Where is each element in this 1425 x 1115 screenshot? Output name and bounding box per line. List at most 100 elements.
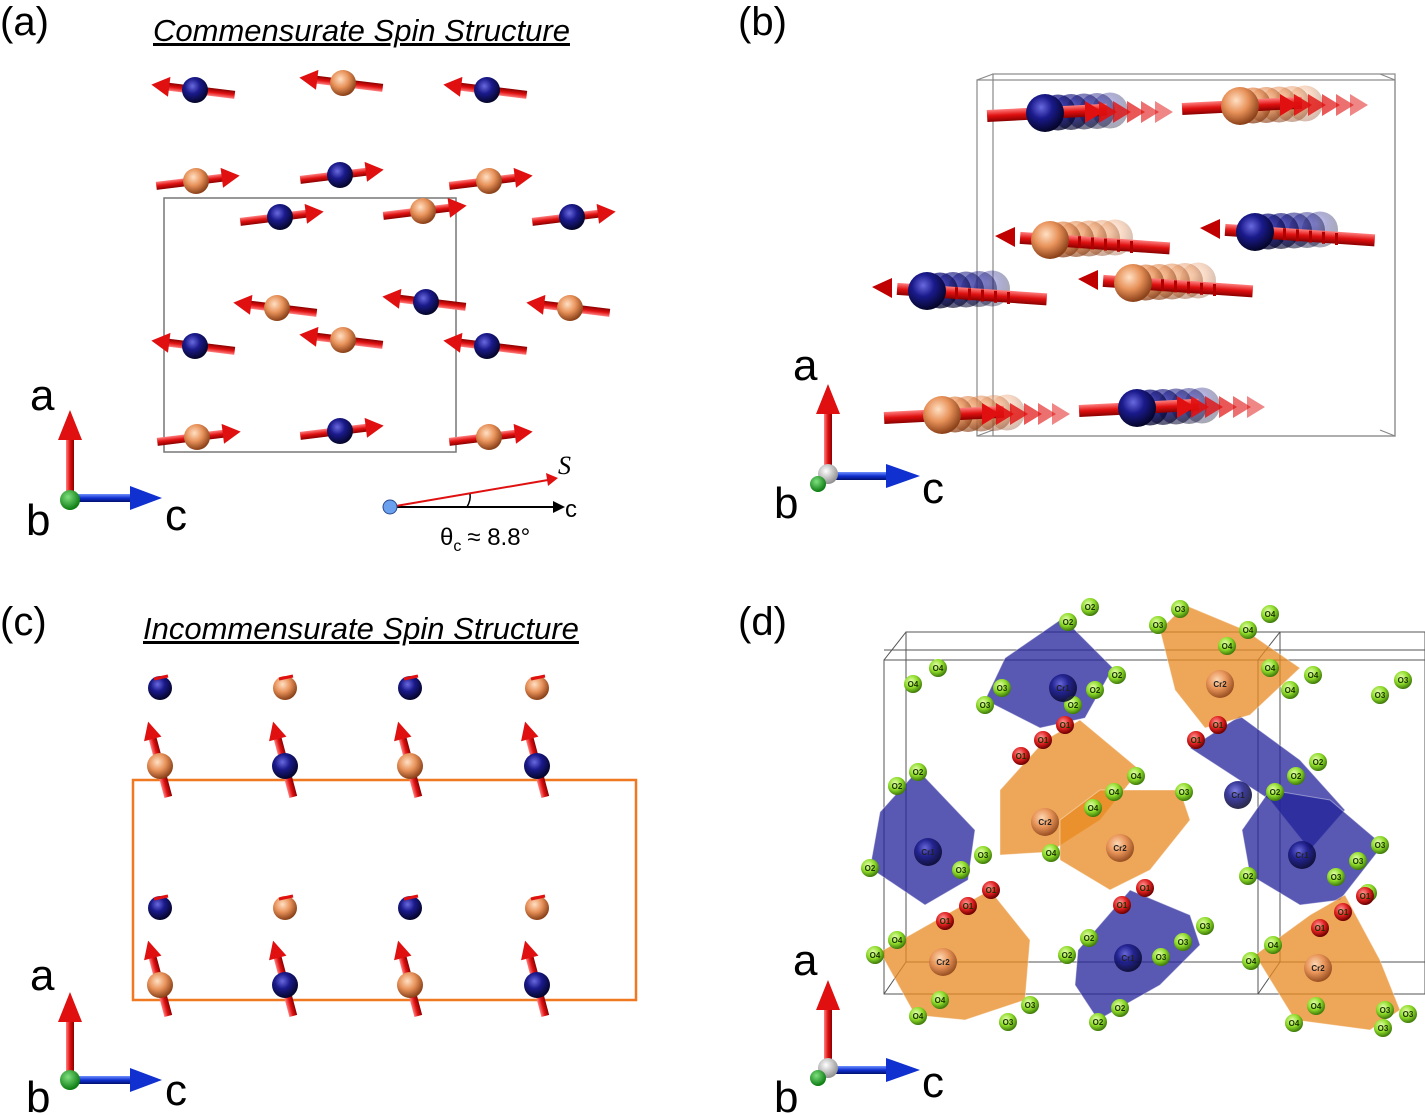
- spin-rod-segment: [1161, 279, 1164, 292]
- cr1-atom: [398, 676, 422, 700]
- spin-rod-segment: [1007, 292, 1010, 304]
- cr1-spin-site: [148, 894, 172, 920]
- atom-o2: O2: [1239, 867, 1257, 885]
- panel-c-title: Incommensurate Spin Structure: [143, 611, 579, 646]
- axis-triad-c: a b c: [26, 951, 187, 1115]
- cr2-atom: [476, 168, 502, 194]
- cr2-spin-chain: [1181, 85, 1368, 125]
- cr2-atom: [525, 896, 549, 920]
- axis-label-c: c: [165, 1066, 187, 1115]
- cr2-atom: [1114, 264, 1152, 302]
- atom-o3: O3: [1371, 686, 1389, 704]
- spin-arrowhead: [1308, 94, 1326, 116]
- atom-o2: O2: [1059, 613, 1077, 631]
- atom-o4: O4: [1285, 1014, 1303, 1032]
- oxygen-atom: [909, 1007, 927, 1025]
- atom-label: O3: [997, 684, 1008, 693]
- cr2-site: Cr2: [929, 948, 957, 976]
- atom-label: O4: [1222, 642, 1233, 651]
- cr2-atom: [476, 424, 502, 450]
- spin-arrowhead: [1113, 101, 1131, 123]
- atom-label: O4: [935, 996, 946, 1005]
- atom-label: O4: [1246, 957, 1257, 966]
- atom-label: O2: [913, 768, 924, 777]
- cr1-atom: [1236, 213, 1274, 251]
- cr2-spin-site: [525, 894, 549, 920]
- atom-label: O4: [892, 936, 903, 945]
- atom-label: Cr2: [1213, 680, 1227, 689]
- atom-label: O1: [1338, 908, 1349, 917]
- cr1-atom: [524, 972, 550, 998]
- atom-label: O3: [1353, 857, 1364, 866]
- cr1-site: Cr1: [914, 838, 942, 866]
- spin-arrowhead: [1205, 396, 1223, 418]
- spin-rod-segment: [1091, 237, 1094, 250]
- spin-arrow-stub: [403, 674, 419, 681]
- cr2-atom: [330, 70, 356, 96]
- oxygen-atom: [1264, 936, 1282, 954]
- atom-label: O4: [1046, 849, 1057, 858]
- oxygen-atom: [888, 931, 906, 949]
- spin-arrowhead: [996, 403, 1014, 425]
- cr2-spin-chain: [995, 219, 1171, 259]
- cr2-atom: [1031, 808, 1059, 836]
- atom-o4: O4: [1261, 605, 1279, 623]
- oxygen-o1-atom: [1113, 896, 1131, 914]
- oxygen-atom: [1021, 996, 1039, 1014]
- atom-o1: O1: [936, 912, 954, 930]
- atom-label: O2: [1085, 603, 1096, 612]
- panel-c-letter: (c): [0, 600, 47, 644]
- oxygen-atom: [1309, 753, 1327, 771]
- oxygen-atom: [1266, 783, 1284, 801]
- cr1-atom: [474, 77, 500, 103]
- oxygen-atom: [1089, 1013, 1107, 1031]
- spin-arrowhead: [521, 940, 539, 961]
- oxygen-atom: [1196, 917, 1214, 935]
- atom-label: Cr2: [1038, 818, 1052, 827]
- atom-o3: O3: [1021, 996, 1039, 1014]
- atom-o3: O3: [952, 861, 970, 879]
- cr1-atom: [148, 676, 172, 700]
- cr1-atom: [1288, 841, 1316, 869]
- spin-arrowhead: [443, 76, 463, 97]
- axis-label-a: a: [793, 936, 818, 985]
- cr2-spin-site: [273, 674, 297, 700]
- atom-o4: O4: [1281, 681, 1299, 699]
- oxygen-atom: [1394, 671, 1412, 689]
- atom-label: O3: [956, 866, 967, 875]
- spin-arrowhead: [364, 161, 384, 182]
- oxygen-atom: [1042, 844, 1060, 862]
- atom-label: O3: [1153, 621, 1164, 630]
- atom-label: O3: [1375, 691, 1386, 700]
- atom-label: O4: [913, 1012, 924, 1021]
- cr1-atom: [1118, 389, 1156, 427]
- atom-o3: O3: [1371, 836, 1389, 854]
- oxygen-atom: [1239, 867, 1257, 885]
- spin-arrowhead: [872, 278, 892, 298]
- unit-cell-box-b: [976, 73, 1396, 437]
- cr1-spin-site: [398, 674, 422, 700]
- cr2-atom: [397, 753, 423, 779]
- cr1-atom: [1224, 781, 1252, 809]
- atom-label: O4: [1131, 772, 1142, 781]
- cr2-site: Cr2: [1206, 670, 1234, 698]
- atom-label: O2: [1291, 772, 1302, 781]
- oxygen-atom: [1059, 613, 1077, 631]
- atom-label: O2: [1084, 934, 1095, 943]
- atom-o4: O4: [929, 659, 947, 677]
- b-axis-dot: [810, 476, 826, 492]
- spin-arrowhead: [394, 940, 412, 961]
- oxygen-o1-atom: [1209, 716, 1227, 734]
- cr1-atom: [182, 333, 208, 359]
- spin-arrowhead: [269, 721, 287, 742]
- oxygen-atom: [1127, 767, 1145, 785]
- spin-arrowhead: [1010, 403, 1028, 425]
- spin-rod-segment: [1322, 231, 1325, 244]
- spin-arrowhead: [364, 417, 384, 438]
- cr1-spin-site: [148, 674, 172, 700]
- atom-o3: O3: [1394, 671, 1412, 689]
- atom-o2: O2: [1081, 598, 1099, 616]
- spin-arrowhead: [1294, 94, 1312, 116]
- cr2-atom: [410, 198, 436, 224]
